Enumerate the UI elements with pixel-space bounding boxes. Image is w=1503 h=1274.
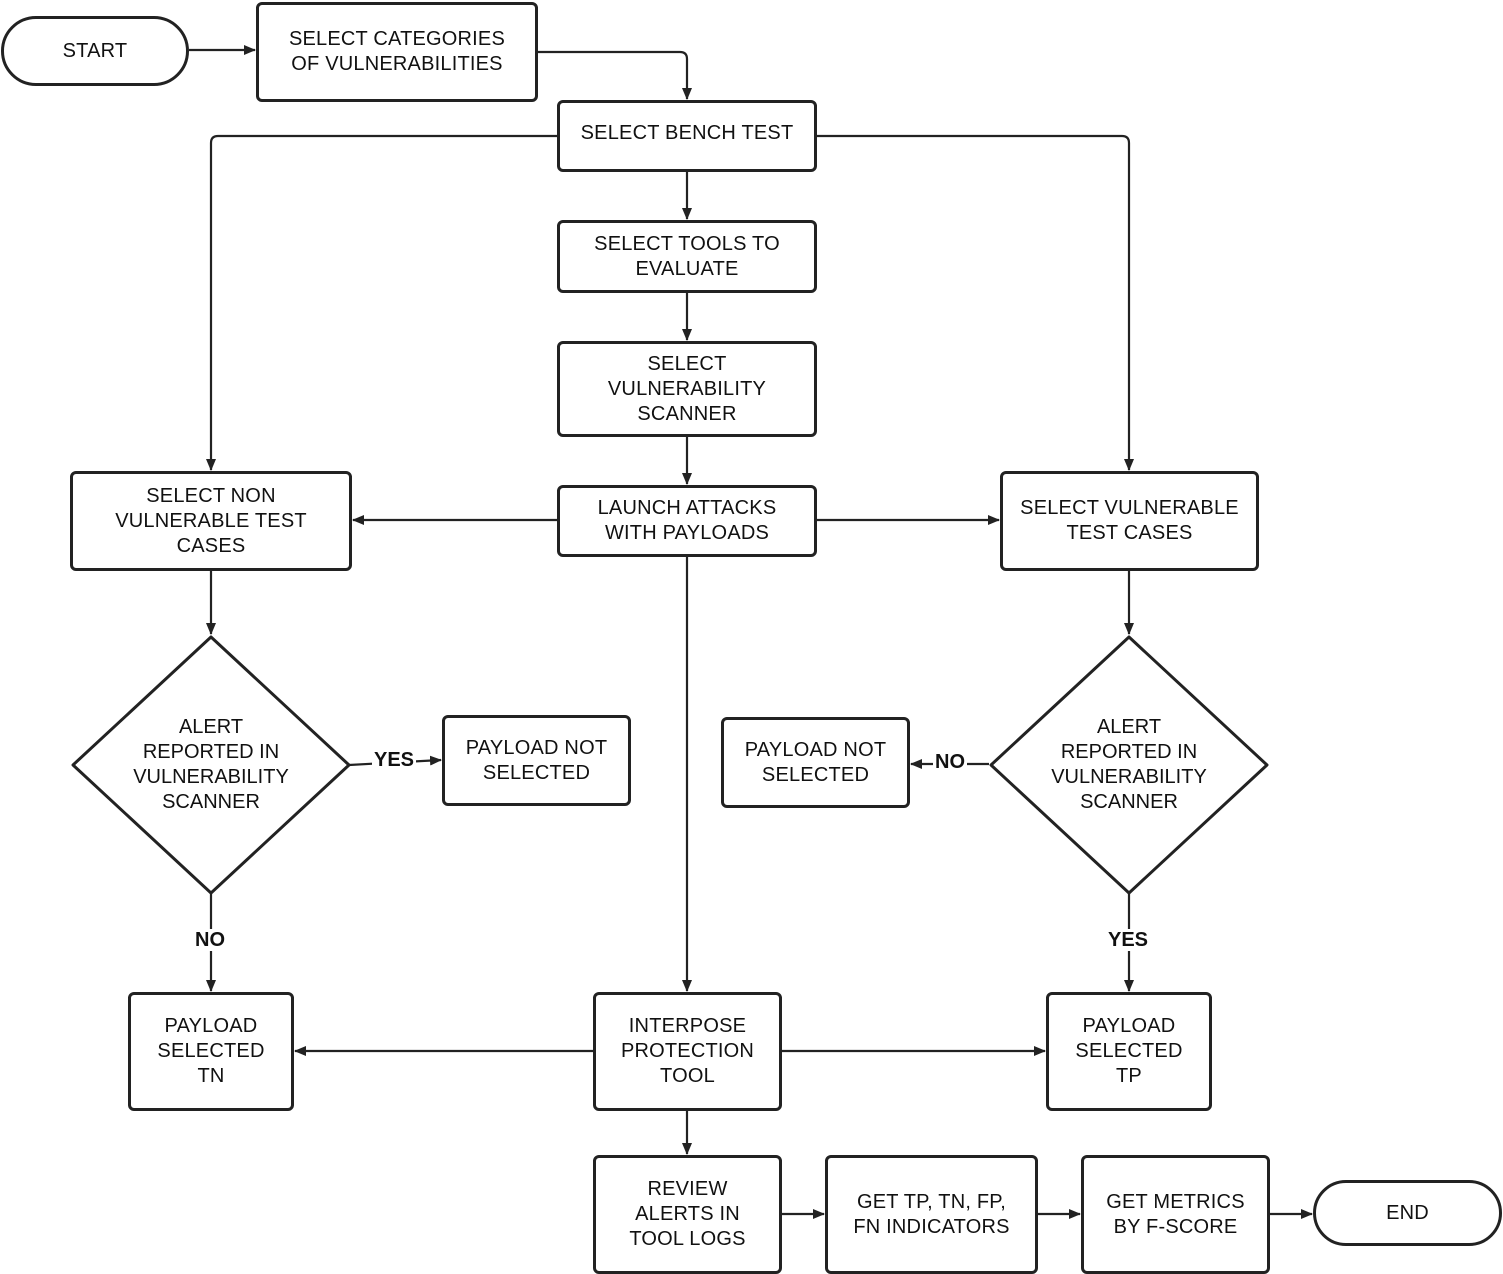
decision-right-text: ALERT REPORTED IN VULNERABILITY SCANNER [1029, 715, 1229, 815]
select-categories-line-2: OF VULNERABILITIES [291, 53, 503, 75]
select-non-vulnerable-line-1: SELECT NON [146, 484, 276, 507]
end-label: END [1386, 1201, 1429, 1224]
select-scanner-line-1: SELECT [647, 352, 727, 375]
select-non-vulnerable-line-2: VULNERABLE TEST [115, 509, 307, 532]
decision-right-line-2: REPORTED IN [1060, 741, 1198, 763]
start-terminal: START [1, 16, 189, 86]
select-non-vulnerable-line-3: CASES [176, 534, 246, 557]
payload-selected-tp-line-2: SELECTED [1075, 1040, 1183, 1062]
get-metrics-box: GET METRICS BY F-SCORE [1081, 1155, 1270, 1274]
select-tools-line-1: SELECT TOOLS TO [594, 232, 780, 255]
payload-selected-tn-line-2: SELECTED [157, 1040, 265, 1062]
edge-label-right-no: NO [933, 751, 967, 773]
decision-diamond-right [989, 635, 1269, 895]
select-bench-test-label: SELECT BENCH TEST [580, 122, 794, 144]
decision-right-line-1: ALERT [1096, 716, 1162, 738]
edge-bench-to-vuln [817, 134, 1134, 471]
interpose-tool-line-3: TOOL [660, 1065, 715, 1087]
select-vulnerable-line-1: SELECT VULNERABLE [1020, 497, 1239, 519]
review-alerts-line-1: REVIEW [647, 1178, 728, 1200]
decision-left-line-2: REPORTED IN [142, 741, 280, 763]
decision-right-line-3: VULNERABILITY [1051, 766, 1207, 788]
review-alerts-line-2: ALERTS IN [635, 1203, 740, 1225]
payload-not-selected-left-box: PAYLOAD NOT SELECTED [442, 715, 631, 806]
interpose-tool-line-1: INTERPOSE [628, 1015, 747, 1037]
select-categories-box: SELECT CATEGORIES OF VULNERABILITIES [256, 2, 538, 102]
decision-right-line-4: SCANNER [1080, 791, 1178, 813]
select-scanner-line-3: SCANNER [637, 402, 737, 425]
select-bench-test-box: SELECT BENCH TEST [557, 100, 817, 172]
select-vulnerable-line-2: TEST CASES [1066, 522, 1193, 544]
edge-label-left-no: NO [193, 929, 227, 951]
get-indicators-line-2: FN INDICATORS [853, 1215, 1010, 1238]
interpose-tool-line-2: PROTECTION [620, 1040, 755, 1062]
payload-not-selected-left-line-2: SELECTED [482, 761, 591, 784]
select-categories-line-1: SELECT CATEGORIES [288, 28, 506, 50]
payload-not-selected-right-line-1: PAYLOAD NOT [744, 738, 887, 761]
decision-left-line-4: SCANNER [162, 791, 260, 813]
get-indicators-line-1: GET TP, TN, FP, [857, 1190, 1006, 1213]
select-tools-line-2: EVALUATE [635, 257, 739, 280]
end-terminal: END [1313, 1180, 1502, 1246]
select-non-vulnerable-box: SELECT NON VULNERABLE TEST CASES [70, 471, 352, 571]
payload-not-selected-right-box: PAYLOAD NOT SELECTED [721, 717, 910, 808]
select-scanner-box: SELECT VULNERABILITY SCANNER [557, 341, 817, 437]
start-label: START [62, 39, 128, 62]
decision-left-text: ALERT REPORTED IN VULNERABILITY SCANNER [111, 715, 311, 815]
payload-selected-tp-box: PAYLOAD SELECTED TP [1046, 992, 1212, 1111]
launch-attacks-line-2: WITH PAYLOADS [604, 522, 770, 544]
payload-not-selected-right-line-2: SELECTED [761, 763, 870, 786]
get-metrics-line-2: BY F-SCORE [1113, 1215, 1238, 1238]
edge-categories-to-bench [538, 50, 692, 100]
interpose-tool-box: INTERPOSE PROTECTION TOOL [593, 992, 782, 1111]
edge-bench-to-nonvuln [206, 134, 557, 471]
payload-selected-tn-box: PAYLOAD SELECTED TN [128, 992, 294, 1111]
payload-selected-tp-line-3: TP [1116, 1065, 1142, 1087]
launch-attacks-box: LAUNCH ATTACKS WITH PAYLOADS [557, 485, 817, 557]
get-indicators-box: GET TP, TN, FP, FN INDICATORS [825, 1155, 1038, 1274]
get-metrics-line-1: GET METRICS [1106, 1190, 1245, 1213]
review-alerts-box: REVIEW ALERTS IN TOOL LOGS [593, 1155, 782, 1274]
launch-attacks-line-1: LAUNCH ATTACKS [597, 497, 777, 519]
payload-selected-tn-line-3: TN [197, 1065, 225, 1087]
payload-selected-tn-line-1: PAYLOAD [164, 1015, 258, 1037]
decision-left-line-1: ALERT [178, 716, 244, 738]
select-vulnerable-box: SELECT VULNERABLE TEST CASES [1000, 471, 1259, 571]
payload-selected-tp-line-1: PAYLOAD [1082, 1015, 1176, 1037]
decision-diamond-left [71, 635, 351, 895]
payload-not-selected-left-line-1: PAYLOAD NOT [465, 736, 608, 759]
review-alerts-line-3: TOOL LOGS [629, 1228, 746, 1250]
decision-left-line-3: VULNERABILITY [133, 766, 289, 788]
select-scanner-line-2: VULNERABILITY [607, 377, 767, 400]
edge-label-left-yes: YES [372, 749, 417, 771]
select-tools-box: SELECT TOOLS TO EVALUATE [557, 220, 817, 293]
edge-label-right-yes: YES [1106, 929, 1151, 951]
